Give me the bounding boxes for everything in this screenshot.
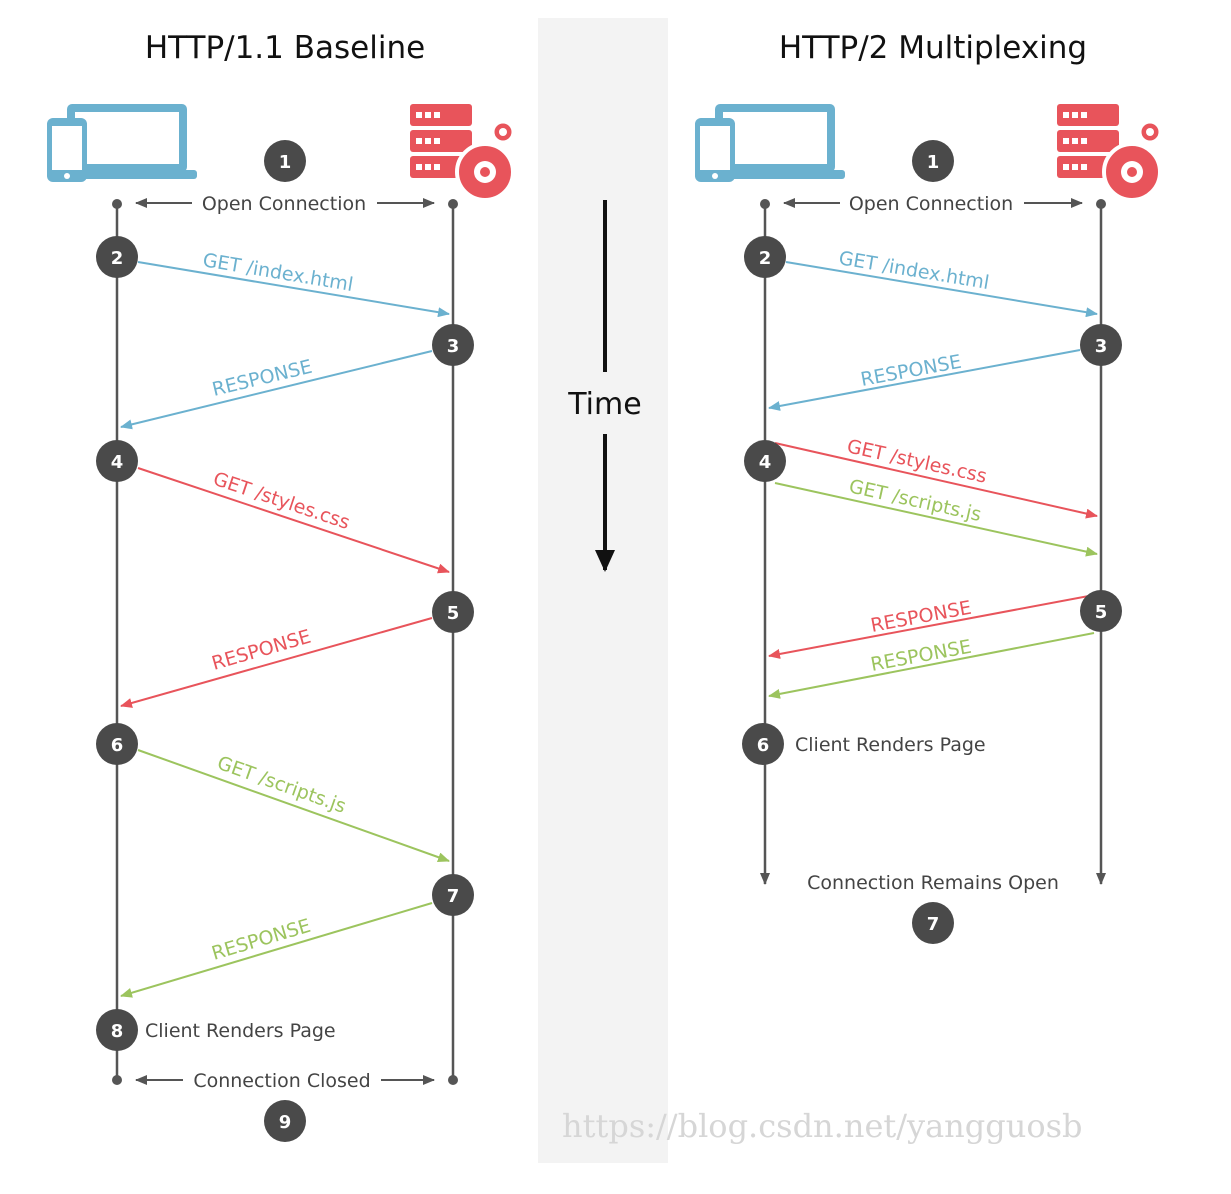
step-marker-4: 4 (744, 440, 786, 482)
open-connection-label: Open Connection (202, 193, 366, 215)
response-styles-arrow (768, 594, 1095, 659)
client-start-dot (112, 199, 122, 209)
response-index-label: RESPONSE (859, 351, 963, 391)
request-index-label: GET /index.html (201, 249, 355, 296)
request-scripts-arrow (774, 482, 1098, 557)
svg-text:3: 3 (447, 336, 460, 357)
svg-text:8: 8 (111, 1021, 124, 1042)
request-scripts-arrow (137, 749, 450, 863)
response-styles-arrow (120, 617, 433, 708)
server-with-gears-icon (1057, 104, 1162, 202)
request-styles-label: GET /styles.css (210, 468, 352, 534)
svg-text:9: 9 (279, 1112, 292, 1133)
svg-text:2: 2 (759, 248, 772, 269)
client-start-dot (760, 199, 770, 209)
svg-text:3: 3 (1095, 336, 1108, 357)
step-marker-9: 9 (264, 1100, 306, 1142)
response-scripts-label: RESPONSE (869, 636, 973, 676)
response-index-arrow (120, 350, 433, 430)
connection-closed-label: Connection Closed (193, 1070, 370, 1092)
step-marker-5: 5 (1080, 590, 1122, 632)
response-scripts-arrow (120, 902, 433, 998)
step-marker-3: 3 (432, 324, 474, 366)
laptop-and-phone-icon (695, 104, 845, 182)
svg-text:6: 6 (111, 735, 124, 756)
response-scripts-arrow (768, 632, 1095, 699)
step-marker-2: 2 (744, 236, 786, 278)
svg-text:1: 1 (279, 152, 292, 173)
server-start-dot (1096, 199, 1106, 209)
http2-title: HTTP/2 Multiplexing (779, 30, 1087, 66)
svg-text:2: 2 (111, 248, 124, 269)
step-marker-1: 1 (264, 140, 306, 182)
response-styles-label: RESPONSE (209, 626, 313, 675)
svg-text:4: 4 (759, 452, 772, 473)
http1-panel: HTTP/1.1 Baseline (47, 30, 515, 1142)
http2-panel: HTTP/2 Multiplexing Open (695, 30, 1162, 944)
step-marker-1: 1 (912, 140, 954, 182)
svg-text:7: 7 (447, 886, 460, 907)
request-index-label: GET /index.html (837, 247, 991, 294)
step-marker-5: 5 (432, 591, 474, 633)
client-renders-label: Client Renders Page (795, 734, 986, 756)
svg-text:4: 4 (111, 452, 124, 473)
http1-title: HTTP/1.1 Baseline (145, 30, 425, 66)
step-marker-6: 6 (742, 723, 784, 765)
svg-text:1: 1 (927, 152, 940, 173)
request-index-arrow (785, 261, 1098, 318)
client-renders-label: Client Renders Page (145, 1020, 336, 1042)
step-marker-4: 4 (96, 440, 138, 482)
response-index-arrow (768, 349, 1081, 411)
step-marker-6: 6 (96, 723, 138, 765)
connection-open-label: Connection Remains Open (807, 872, 1059, 894)
step-marker-8: 8 (96, 1009, 138, 1051)
request-index-arrow (137, 261, 450, 318)
server-end-dot (448, 1075, 458, 1085)
request-styles-arrow (137, 467, 450, 574)
svg-text:5: 5 (447, 603, 460, 624)
step-marker-7: 7 (432, 874, 474, 916)
open-connection-label: Open Connection (849, 193, 1013, 215)
step-marker-3: 3 (1080, 324, 1122, 366)
response-styles-label: RESPONSE (869, 597, 973, 637)
client-end-dot (112, 1075, 122, 1085)
server-start-dot (448, 199, 458, 209)
request-styles-arrow (774, 442, 1098, 519)
step-marker-2: 2 (96, 236, 138, 278)
svg-text:7: 7 (927, 914, 940, 935)
step-marker-7: 7 (912, 902, 954, 944)
time-indicator: Time (567, 200, 642, 572)
response-index-label: RESPONSE (210, 356, 314, 401)
watermark-text: https://blog.csdn.net/yangguosb (562, 1107, 1083, 1145)
svg-text:6: 6 (757, 735, 770, 756)
svg-text:5: 5 (1095, 602, 1108, 623)
time-label: Time (567, 387, 641, 422)
response-scripts-label: RESPONSE (209, 915, 313, 965)
time-band (538, 18, 668, 1163)
server-with-gears-icon (410, 104, 515, 202)
laptop-and-phone-icon (47, 104, 197, 182)
